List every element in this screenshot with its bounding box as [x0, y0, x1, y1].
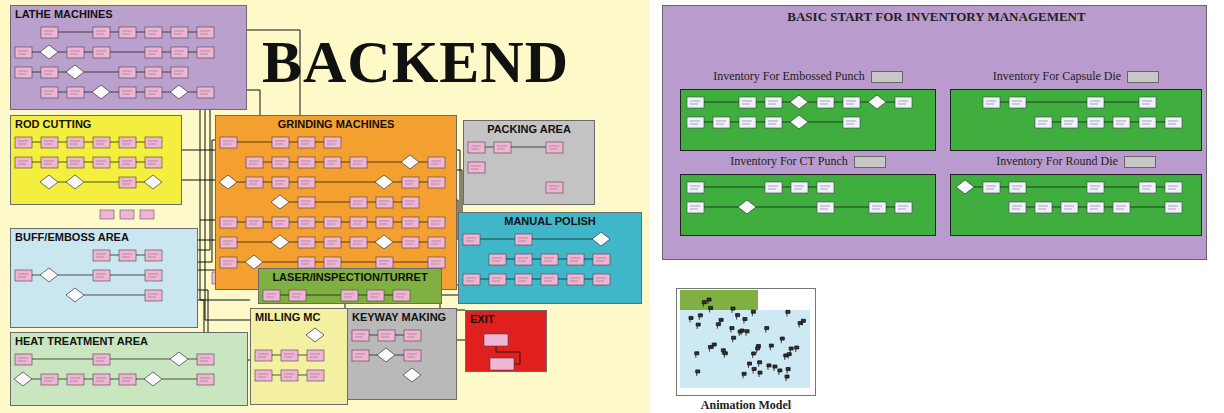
- panel-title: BASIC START FOR INVENTORY MANAGEMENT: [662, 5, 1211, 24]
- area-heading: MILLING MC: [251, 309, 347, 326]
- flow-blocks: [681, 90, 935, 150]
- area-heading: MANUAL POLISH: [459, 213, 641, 230]
- area-heading: LATHE MACHINES: [11, 6, 246, 23]
- area-panel: MILLING MC: [250, 308, 348, 405]
- inventory-panel: Inventory For Round Die: [950, 152, 1202, 236]
- area-heading: GRINDING MACHINES: [216, 116, 456, 133]
- counter-field: [1124, 156, 1156, 168]
- flow-blocks: [951, 175, 1201, 235]
- area-panel: MANUAL POLISH: [458, 212, 642, 304]
- area-panel: LASER/INSPECTION/TURRET: [258, 268, 442, 304]
- area-panel: EXIT: [465, 310, 547, 372]
- area-heading: PACKING AREA: [464, 121, 594, 138]
- section-heading: Inventory For Round Die: [950, 152, 1202, 168]
- area-panel: HEAT TREATMENT AREA: [10, 332, 248, 406]
- flow-blocks: [681, 175, 935, 235]
- flow-blocks: [251, 309, 347, 404]
- section-heading: Inventory For Embossed Punch: [680, 67, 936, 83]
- inventory-section: BASIC START FOR INVENTORY MANAGEMENT Inve…: [662, 5, 1211, 260]
- main-title: BACKEND: [262, 28, 569, 97]
- area-heading: KEYWAY MAKING: [348, 309, 456, 326]
- area-heading: BUFF/EMBOSS AREA: [11, 229, 197, 246]
- section-heading: Inventory For CT Punch: [680, 152, 936, 168]
- area-heading: HEAT TREATMENT AREA: [11, 333, 247, 350]
- section-heading: Inventory For Capsule Die: [950, 67, 1202, 83]
- counter-field: [854, 156, 886, 168]
- area-heading: EXIT: [466, 311, 546, 328]
- inventory-flow: [950, 89, 1202, 151]
- inventory-panel: Inventory For Capsule Die: [950, 67, 1202, 151]
- flow-blocks: [216, 116, 456, 289]
- counter-field: [1127, 71, 1159, 83]
- inventory-flow: [680, 89, 936, 151]
- area-heading: LASER/INSPECTION/TURRET: [259, 269, 441, 286]
- flow-blocks: [676, 288, 816, 396]
- area-panel: PACKING AREA: [463, 120, 595, 205]
- area-panel: ROD CUTTING: [10, 115, 182, 205]
- area-panel: KEYWAY MAKING: [347, 308, 457, 400]
- counter-field: [871, 71, 903, 83]
- inventory-flow: [950, 174, 1202, 236]
- inventory-panel: Inventory For Embossed Punch: [680, 67, 936, 151]
- animation-model: Animation Model: [676, 288, 816, 412]
- inventory-flow: [680, 174, 936, 236]
- area-panel: BUFF/EMBOSS AREA: [10, 228, 198, 328]
- inventory-panel: Inventory For CT Punch: [680, 152, 936, 236]
- flow-blocks: [11, 6, 246, 109]
- area-heading: ROD CUTTING: [11, 116, 181, 133]
- area-panel: LATHE MACHINES: [10, 5, 247, 110]
- flow-blocks: [951, 90, 1201, 150]
- flow-blocks: [11, 229, 197, 327]
- area-panel: GRINDING MACHINES: [215, 115, 457, 290]
- figure-caption: Animation Model: [676, 398, 816, 412]
